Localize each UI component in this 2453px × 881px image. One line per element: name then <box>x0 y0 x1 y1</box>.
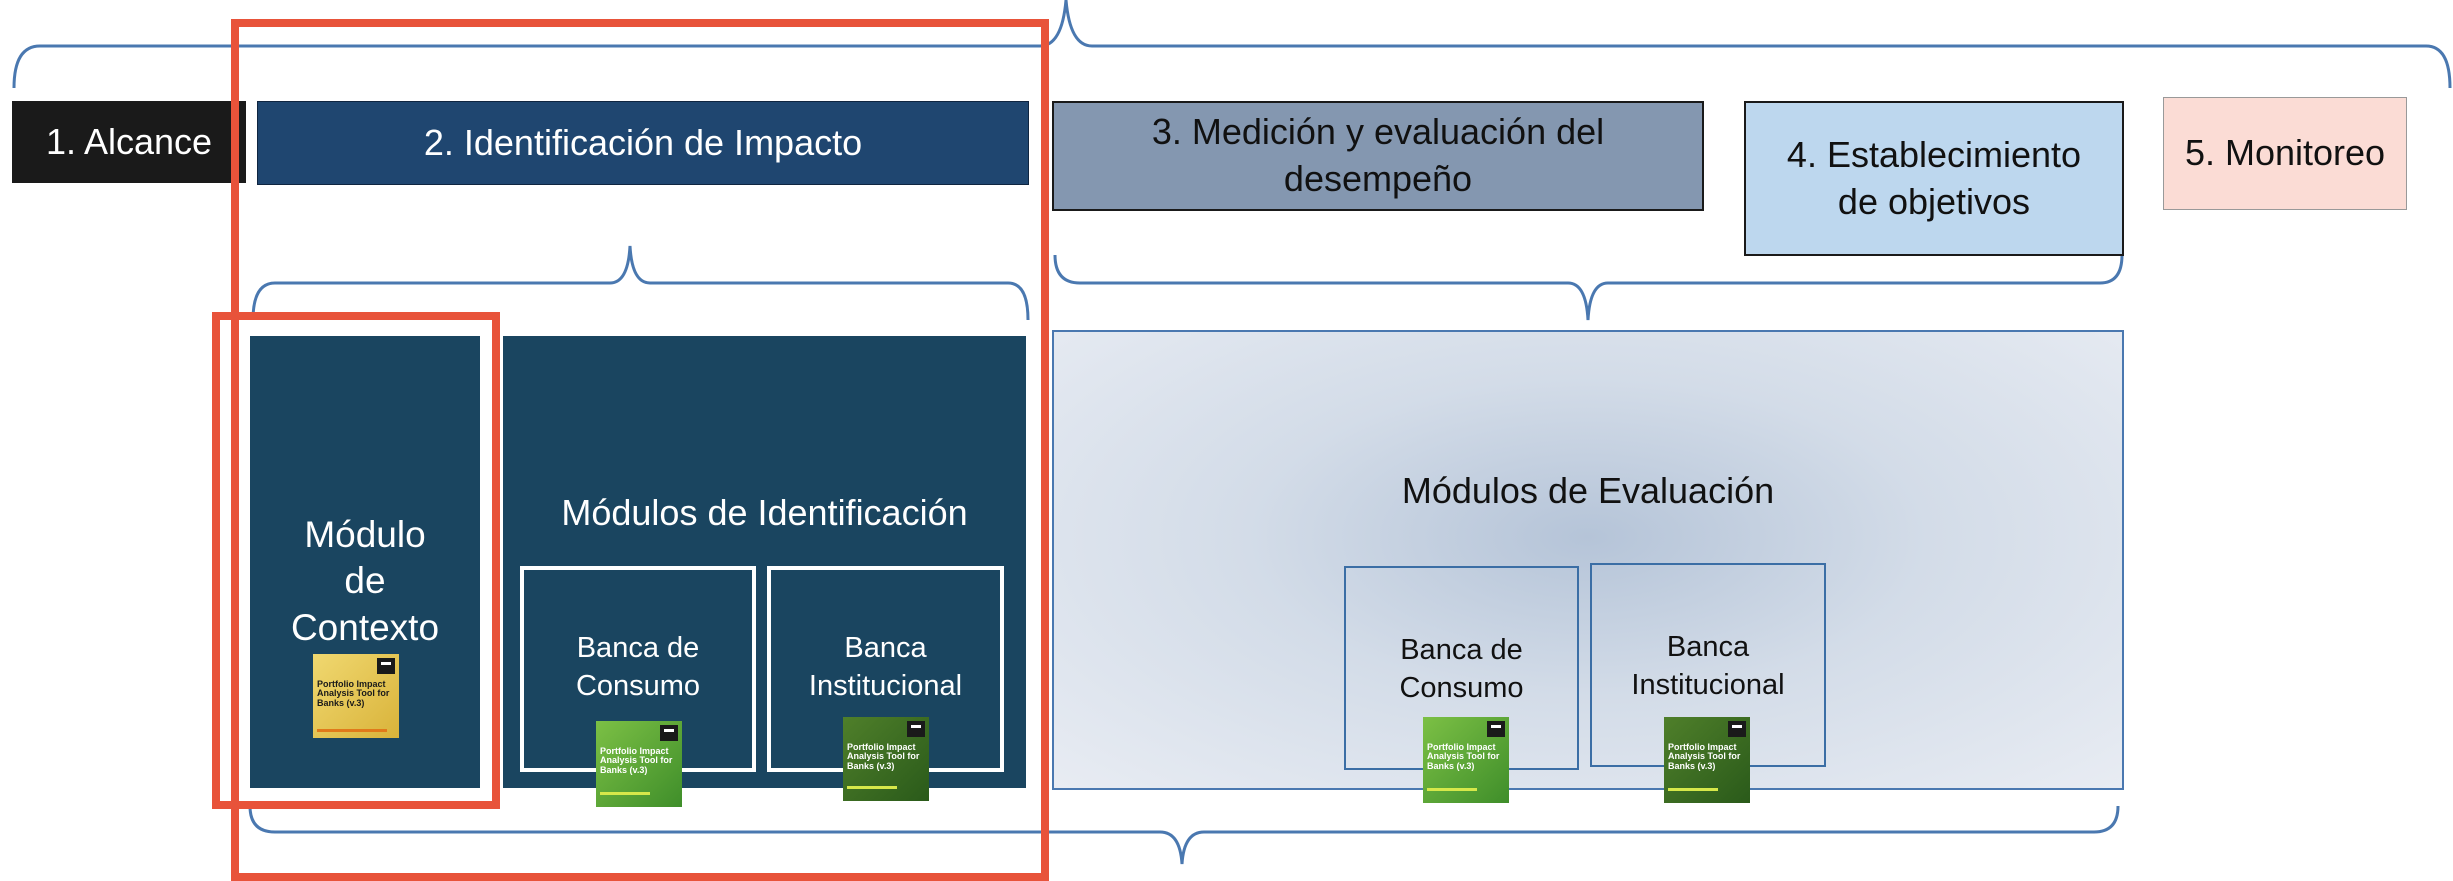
identification-modules-title: Módulos de Identificación <box>561 492 968 533</box>
box-line1: Banca <box>1666 631 1750 663</box>
stage-identificacion-label: 2. Identificación de Impacto <box>423 121 863 163</box>
cover-title: Portfolio Impact Analysis Tool for Banks… <box>600 746 673 775</box>
highlight-frame-context <box>212 312 500 809</box>
box-line1: Banca de <box>1400 634 1523 666</box>
stage34-brace <box>1053 254 2124 321</box>
evaluation-consumer-cover-icon: Portfolio Impact Analysis Tool for Banks… <box>1423 717 1509 803</box>
evaluation-modules-panel <box>1052 330 2124 790</box>
box-line1: Banca de <box>576 632 700 664</box>
identification-consumer-banking-box: Banca de Consumo <box>520 566 756 772</box>
stage-monitoreo-label: 5. Monitoreo <box>2184 132 2386 174</box>
identification-institutional-cover-icon: Portfolio Impact Analysis Tool for Banks… <box>843 717 929 801</box>
evaluation-consumer-banking-box: Banca de Consumo <box>1344 566 1579 770</box>
box-line2: Consumo <box>575 669 701 702</box>
evaluation-modules-title: Módulos de Evaluación <box>1401 470 1775 511</box>
box-line2: Consumo <box>1399 671 1524 704</box>
stage-medicion: 3. Medición y evaluación del desempeño <box>1052 101 1704 211</box>
stage-monitoreo: 5. Monitoreo <box>2163 97 2407 210</box>
identification-consumer-cover-icon: Portfolio Impact Analysis Tool for Banks… <box>596 721 682 807</box>
stage-alcance: 1. Alcance <box>12 101 246 183</box>
context-module-cover-icon: Portfolio Impact Analysis Tool for Banks… <box>313 654 399 738</box>
box-line2: Institucional <box>808 669 963 702</box>
top-brace <box>12 0 2452 89</box>
stage-objetivos-label: 4. Establecimiento de objetivos <box>1786 133 2082 222</box>
bottom-brace <box>248 805 2120 865</box>
stage-identificacion: 2. Identificación de Impacto <box>257 101 1029 185</box>
cover-title: Portfolio Impact Analysis Tool for Banks… <box>1668 742 1741 771</box>
cover-title: Portfolio Impact Analysis Tool for Banks… <box>847 742 920 771</box>
context-module-label: Módulo de Contexto <box>290 514 440 648</box>
cover-title: Portfolio Impact Analysis Tool for Banks… <box>317 679 390 708</box>
stage-objetivos: 4. Establecimiento de objetivos <box>1744 101 2124 256</box>
box-line2: Institucional <box>1631 668 1785 701</box>
identification-modules-panel <box>503 336 1026 788</box>
box-line1: Banca <box>844 632 927 664</box>
evaluation-institutional-cover-icon: Portfolio Impact Analysis Tool for Banks… <box>1664 717 1750 803</box>
cover-title: Portfolio Impact Analysis Tool for Banks… <box>1427 742 1500 771</box>
evaluation-institutional-banking-box: Banca Institucional <box>1590 563 1826 767</box>
stage2-brace <box>251 245 1030 321</box>
stage-medicion-label: 3. Medición y evaluación del desempeño <box>1151 111 1605 199</box>
stage-alcance-label: 1. Alcance <box>45 120 213 162</box>
highlight-frame-identification <box>231 19 1049 881</box>
